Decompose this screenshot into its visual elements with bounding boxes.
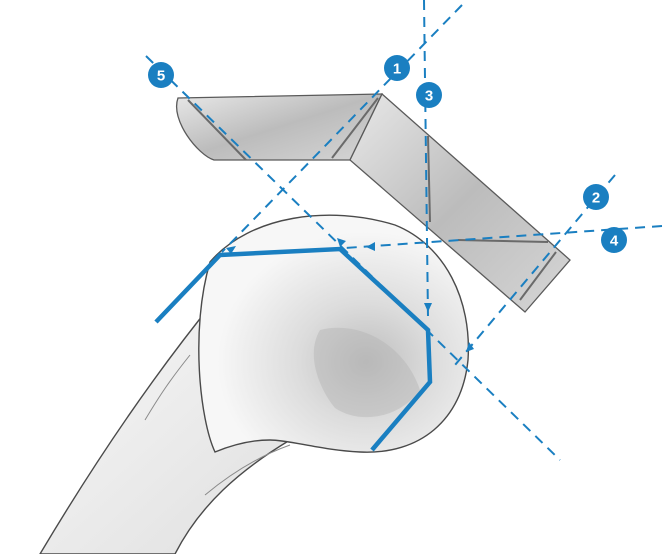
cutting-guide-left-slab: [177, 94, 382, 160]
marker-3-label: 3: [425, 88, 433, 105]
bone: [40, 215, 468, 554]
marker-1: 1: [384, 55, 410, 81]
marker-2: 2: [583, 184, 609, 210]
marker-3: 3: [416, 82, 442, 108]
marker-1-label: 1: [393, 61, 401, 78]
marker-2-label: 2: [592, 190, 600, 207]
marker-5: 5: [148, 62, 174, 88]
marker-4-label: 4: [610, 233, 619, 250]
marker-5-label: 5: [157, 68, 165, 85]
marker-4: 4: [601, 227, 627, 253]
